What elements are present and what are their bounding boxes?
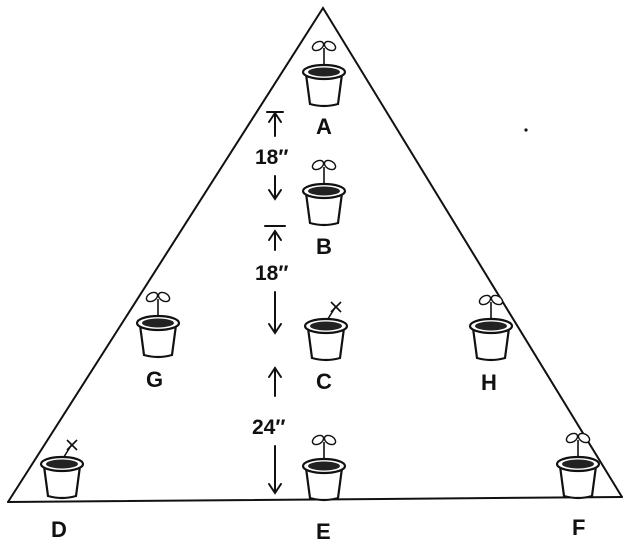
dimension-b-c [264,225,286,335]
label-c: C [316,369,332,394]
label-g: G [146,367,163,392]
label-e: E [316,519,331,544]
dimension-c-e [268,366,282,495]
pot-c [303,300,349,362]
label-b: B [316,234,332,259]
pot-b [301,157,347,227]
pot-h [468,292,514,362]
triangle-outline [7,6,623,503]
pot-a [301,38,347,108]
dimension-label-c-e: 24″ [252,416,285,439]
label-f: F [572,515,585,540]
pot-e [301,432,347,502]
label-d: D [51,517,67,542]
dimension-label-a-b: 18″ [255,146,288,169]
pot-f [555,430,601,500]
label-a: A [316,114,332,139]
dimension-label-b-c: 18″ [255,262,288,285]
pot-g [135,289,181,359]
dimension-a-b [266,111,284,201]
pot-d [39,438,85,500]
label-h: H [481,370,497,395]
scan-speck [524,128,528,132]
